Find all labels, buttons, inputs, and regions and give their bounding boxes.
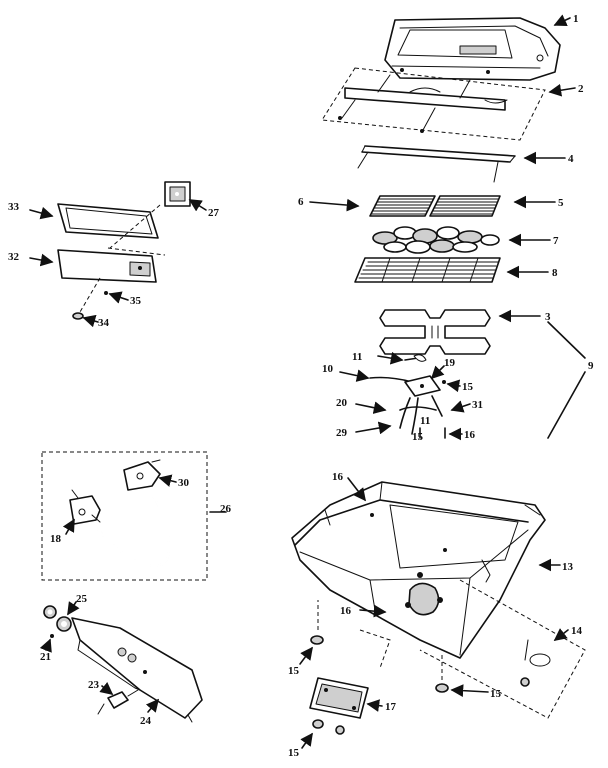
part-screws-34-35: [72, 277, 108, 320]
leader-35: [108, 291, 129, 304]
label-23: 23: [88, 679, 100, 691]
label-20: 20: [336, 397, 348, 409]
label-14: 14: [571, 625, 583, 637]
leader-31: [450, 400, 471, 413]
label-5: 5: [558, 197, 564, 209]
label-27: 27: [208, 207, 220, 219]
part-plate: [309, 677, 369, 719]
part-feet: [310, 635, 449, 735]
part-igniter-23: [97, 689, 139, 715]
label-11a: 11: [352, 351, 362, 363]
label-2: 2: [578, 83, 584, 95]
dash-32: [107, 247, 166, 256]
part-control-panel: [71, 617, 203, 723]
part-warming-rack: [357, 145, 516, 183]
label-19: 19: [444, 357, 456, 369]
part-knobs-21-25: [43, 605, 72, 638]
bracket-9-top: [547, 321, 586, 359]
label-3: 3: [545, 311, 551, 323]
part-h-burner: [379, 309, 491, 355]
leader-6: [309, 198, 360, 212]
label-6: 6: [298, 196, 304, 208]
leader-27: [188, 199, 207, 212]
label-4: 4: [568, 153, 574, 165]
leader-11a: [377, 351, 404, 365]
leader-30: [158, 474, 177, 487]
label-26: 26: [220, 503, 232, 515]
part-panel-32: [57, 249, 157, 283]
label-18: 18: [50, 533, 62, 545]
leader-15b: [299, 646, 313, 665]
leader-17: [366, 699, 383, 712]
label-16c: 16: [340, 605, 352, 617]
label-35: 35: [130, 295, 142, 307]
leader-15a: [446, 379, 461, 393]
label-1: 1: [573, 13, 579, 25]
label-11b: 11: [420, 415, 430, 427]
label-16a: 16: [464, 429, 476, 441]
label-7: 7: [553, 235, 559, 247]
leader-18: [62, 518, 75, 535]
part-lava-rocks: [372, 226, 500, 254]
leader-15c: [450, 684, 489, 698]
label-29: 29: [336, 427, 348, 439]
label-34: 34: [98, 317, 110, 329]
leader-19: [430, 365, 445, 380]
label-25: 25: [76, 593, 88, 605]
part-lid: [384, 17, 561, 81]
label-16b: 16: [332, 471, 344, 483]
label-8: 8: [552, 267, 558, 279]
leader-14: [553, 628, 569, 641]
label-30: 30: [178, 477, 190, 489]
label-15d: 15: [288, 747, 300, 759]
label-15a: 15: [462, 381, 474, 393]
label-31: 31: [472, 399, 483, 411]
label-33: 33: [8, 201, 20, 213]
part-cooking-grates: [369, 195, 501, 217]
leader-24: [145, 698, 160, 713]
part-hinge-bracket: [321, 67, 546, 141]
leader-23: [99, 682, 114, 695]
leader-20: [355, 401, 387, 414]
callout-labels: 1 2 3 4 5 6 7 8 9 10 11 11 13 14 15 15 1…: [8, 13, 594, 759]
part-frame-33: [57, 203, 159, 239]
label-10: 10: [322, 363, 334, 375]
leader-21: [39, 638, 52, 653]
leader-32: [29, 253, 54, 267]
leader-29: [355, 421, 392, 435]
label-15c: 15: [490, 688, 502, 700]
leader-2: [548, 83, 576, 97]
part-rock-grate: [354, 257, 501, 283]
label-9: 9: [588, 360, 594, 372]
label-15b: 15: [288, 665, 300, 677]
label-21: 21: [40, 651, 51, 663]
part-heat-shield: [419, 579, 586, 719]
leader-16c: [359, 604, 387, 618]
dash-27-32: [109, 204, 161, 249]
label-15e: 15: [412, 431, 424, 443]
label-13: 13: [562, 561, 574, 573]
leader-25: [67, 601, 80, 616]
part-knob-27: [164, 181, 191, 207]
part-valve-assembly: [369, 354, 446, 439]
label-32: 32: [8, 251, 20, 263]
label-24: 24: [140, 715, 152, 727]
part-firebox: [291, 481, 546, 659]
leader-33: [29, 206, 54, 220]
leader-1: [553, 14, 571, 27]
leader-dash-foot-2: [359, 629, 391, 669]
leader-16b: [347, 477, 366, 502]
leader-10: [339, 369, 370, 382]
bracket-9-bottom: [547, 371, 586, 439]
label-17: 17: [385, 701, 397, 713]
leader-15d: [300, 732, 313, 749]
part-hose-regulator: [41, 451, 208, 581]
leader-34: [82, 314, 99, 328]
